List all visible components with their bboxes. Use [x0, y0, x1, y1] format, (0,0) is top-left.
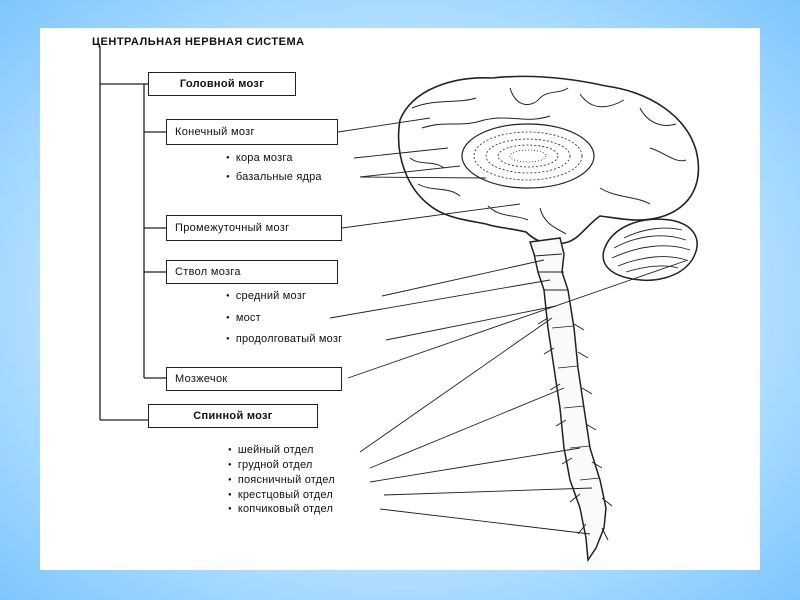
- label-cortex: кора мозга: [226, 152, 293, 164]
- label-lumbar: поясничный отдел: [228, 474, 335, 486]
- box-diencephalon: Промежуточный мозг: [166, 215, 342, 241]
- leader-lines: [329, 117, 689, 535]
- label-cervical: шейный отдел: [228, 444, 314, 456]
- label-coccygeal: копчиковый отдел: [228, 503, 333, 515]
- box-head-brain: Головной мозг: [148, 72, 296, 96]
- label-basal-nuclei: базальные ядра: [226, 171, 322, 183]
- box-telencephalon: Конечный мозг: [166, 119, 338, 145]
- label-sacral: крестцовый отдел: [228, 489, 333, 501]
- label-medulla: продолговатый мозг: [226, 333, 342, 345]
- cerebellum-illustration: [602, 218, 698, 281]
- diagram-title: ЦЕНТРАЛЬНАЯ НЕРВНАЯ СИСТЕМА: [92, 36, 305, 48]
- slide: ЦЕНТРАЛЬНАЯ НЕРВНАЯ СИСТЕМА Головной моз…: [40, 28, 760, 570]
- nervous-system-diagram: [99, 46, 700, 563]
- tree-connectors: [99, 46, 166, 421]
- label-thoracic: грудной отдел: [228, 459, 313, 471]
- box-brainstem: Ствол мозга: [166, 260, 338, 284]
- spinal-cord-illustration: [529, 237, 613, 563]
- box-cerebellum: Мозжечок: [166, 367, 342, 391]
- label-pons: мост: [226, 312, 261, 324]
- brain-illustration: [397, 75, 700, 245]
- label-midbrain: средний мозг: [226, 290, 306, 302]
- box-spinal-cord: Спинной мозг: [148, 404, 318, 428]
